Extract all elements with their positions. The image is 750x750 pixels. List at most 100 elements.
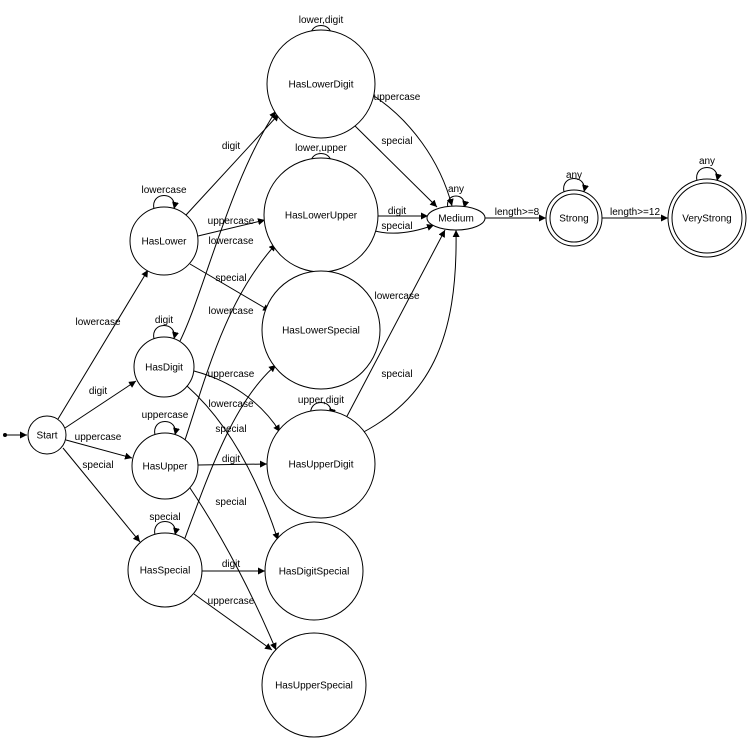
transition-label: uppercase [208,216,255,227]
transition-label: lower,upper [295,143,347,154]
state-label: HasLowerSpecial [282,326,360,337]
edge-has-lower-upper-to-medium [374,224,435,234]
transition-label: lowercase [208,236,253,247]
self-loop-very-strong [696,167,722,182]
transition-label: digit [388,206,407,217]
state-shape [266,409,376,519]
edge-has-lower-to-has-lower-special [189,263,271,312]
transition-label: digit [155,315,174,326]
transition-label: special [82,460,113,471]
state-label: HasSpecial [140,566,191,577]
state-label: Strong [559,214,588,225]
transition-label: any [448,184,464,195]
transition-label: any [566,170,582,181]
transition-label: special [381,369,412,380]
edge-has-special-to-has-upper-special [193,593,273,651]
state-shape [131,432,199,500]
state-shape [426,205,486,231]
transition-label: special [381,136,412,147]
state-shape [261,270,381,390]
state-shape [261,632,367,738]
edge-has-digit-to-has-upper-digit [193,370,281,433]
state-start: Start [27,415,67,455]
edge-has-special-to-has-lower-special [184,364,277,539]
state-has-special: HasSpecial [127,532,203,608]
transition-label: lowercase [208,306,253,317]
state-label: HasLower [141,237,187,248]
transition-label: any [699,156,715,167]
edge-start-to-has-digit [64,380,137,429]
self-loop-medium [447,195,470,209]
transition-label: special [215,497,246,508]
edge-has-lower-digit-to-medium [373,95,454,207]
state-has-digit: HasDigit [133,336,195,398]
state-shape [129,206,199,276]
self-loop-has-upper [154,421,180,436]
edge-has-digit-to-has-lower-digit [179,110,277,342]
state-shape [133,336,195,398]
state-has-upper-special: HasUpperSpecial [261,632,367,738]
transition-label: lowercase [75,317,120,328]
transition-label: uppercase [208,369,255,380]
transition-label: digit [222,559,241,570]
edge-has-digit-to-has-digit-special [186,385,280,541]
edge-has-lower-to-has-lower-upper [197,218,266,237]
state-has-lower-upper: HasLowerUpper [263,157,379,273]
state-strong: Strong [545,189,603,247]
transition-label: special [381,221,412,232]
edge-start-to-has-upper [65,439,133,460]
edge-start-to-has-lower [57,269,149,420]
state-label: Start [36,431,57,442]
states: StartHasLowerHasDigitHasUpperHasSpecialH… [27,29,747,738]
transition-label: special [215,273,246,284]
transition-label: special [215,424,246,435]
transition-label: length>=12 [610,207,660,218]
state-label: Medium [438,214,474,225]
state-shape [264,521,364,621]
accepting-ring [549,193,599,243]
edge-has-upper-to-has-upper-digit [197,460,268,468]
transition-label: uppercase [208,596,255,607]
state-has-upper-digit: HasUpperDigit [266,409,376,519]
transition-label: digit [222,141,241,152]
transition-label: lowercase [374,291,419,302]
self-loop-strong [563,178,589,193]
state-label: HasLowerDigit [288,80,353,91]
transition-label: special [149,512,180,523]
state-has-lower-special: HasLowerSpecial [261,270,381,390]
accepting-ring [671,182,743,254]
edge-has-upper-digit-to-medium [344,229,446,421]
edge-has-lower-digit-to-medium [349,120,438,208]
transition-label: lower,digit [299,15,344,26]
self-loop-has-lower [153,195,179,210]
self-loop-has-special [154,521,180,536]
state-shape [27,415,67,455]
transition-label: uppercase [75,432,122,443]
state-has-lower: HasLower [129,206,199,276]
state-label: HasDigitSpecial [279,567,350,578]
state-label: VeryStrong [682,214,731,225]
state-medium: Medium [426,205,486,231]
transition-labels: lowercase digit uppercase special lowercase d… [75,15,715,607]
transition-label: lowercase [141,185,186,196]
state-shape [127,532,203,608]
state-has-digit-special: HasDigitSpecial [264,521,364,621]
transition-label: digit [222,454,241,465]
edge-has-upper-to-has-upper-special [189,487,277,651]
edge-has-upper-digit-to-medium [353,229,460,438]
state-has-upper: HasUpper [131,432,199,500]
transition-label: upper,digit [298,395,344,406]
transition-label: uppercase [374,92,421,103]
state-label: HasUpperDigit [288,460,353,471]
edge-has-upper-to-has-lower-upper [184,243,277,441]
edge-start-to-has-special [62,447,141,543]
transition-label: uppercase [142,410,189,421]
state-label: HasUpper [142,462,188,473]
state-label: HasDigit [145,363,183,374]
transition-label: lowercase [208,399,253,410]
self-loop-has-digit [153,325,179,340]
transition-label: digit [89,386,108,397]
state-very-strong: VeryStrong [667,178,747,258]
state-shape [266,29,376,139]
